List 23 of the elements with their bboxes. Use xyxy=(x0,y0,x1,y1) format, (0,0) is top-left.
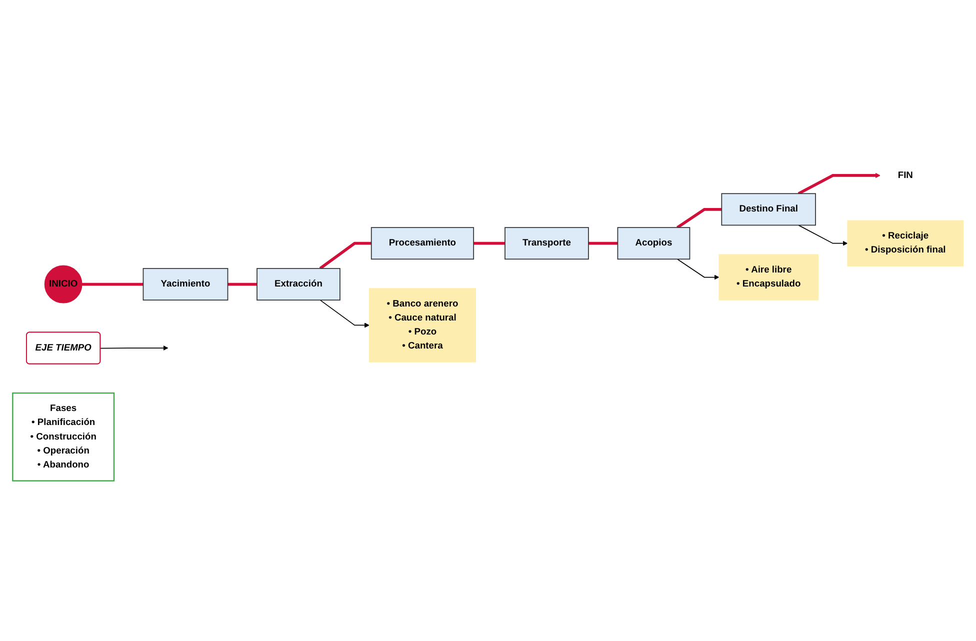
node-box: Fases • Planificación • Construcción • Operación • Abandono xyxy=(12,392,115,482)
node-circle: INICIO xyxy=(44,266,82,304)
node-box: Destino Final xyxy=(721,193,816,226)
node-box: Yacimiento xyxy=(142,268,228,301)
connector xyxy=(228,283,257,286)
node-box: Acopios xyxy=(617,227,690,260)
node-box: Procesamiento xyxy=(370,227,474,260)
connector xyxy=(82,283,144,286)
connector xyxy=(319,242,372,270)
arrow xyxy=(100,346,168,351)
node-box: • Aire libre • Encapsulado xyxy=(718,254,818,301)
node-box: • Banco arenero • Cauce natural • Pozo • Cantera xyxy=(368,288,476,363)
node-box: • Reciclaje • Disposición final xyxy=(847,220,964,267)
node-box: Transporte xyxy=(504,227,589,260)
connector xyxy=(676,208,722,229)
connector xyxy=(588,242,618,246)
node-text: FIN xyxy=(898,170,913,180)
arrow xyxy=(320,300,370,328)
connector xyxy=(474,242,505,246)
node-box: Extracción xyxy=(256,268,340,301)
arrow xyxy=(798,225,848,246)
arrow xyxy=(676,258,720,280)
arrow xyxy=(798,173,881,196)
